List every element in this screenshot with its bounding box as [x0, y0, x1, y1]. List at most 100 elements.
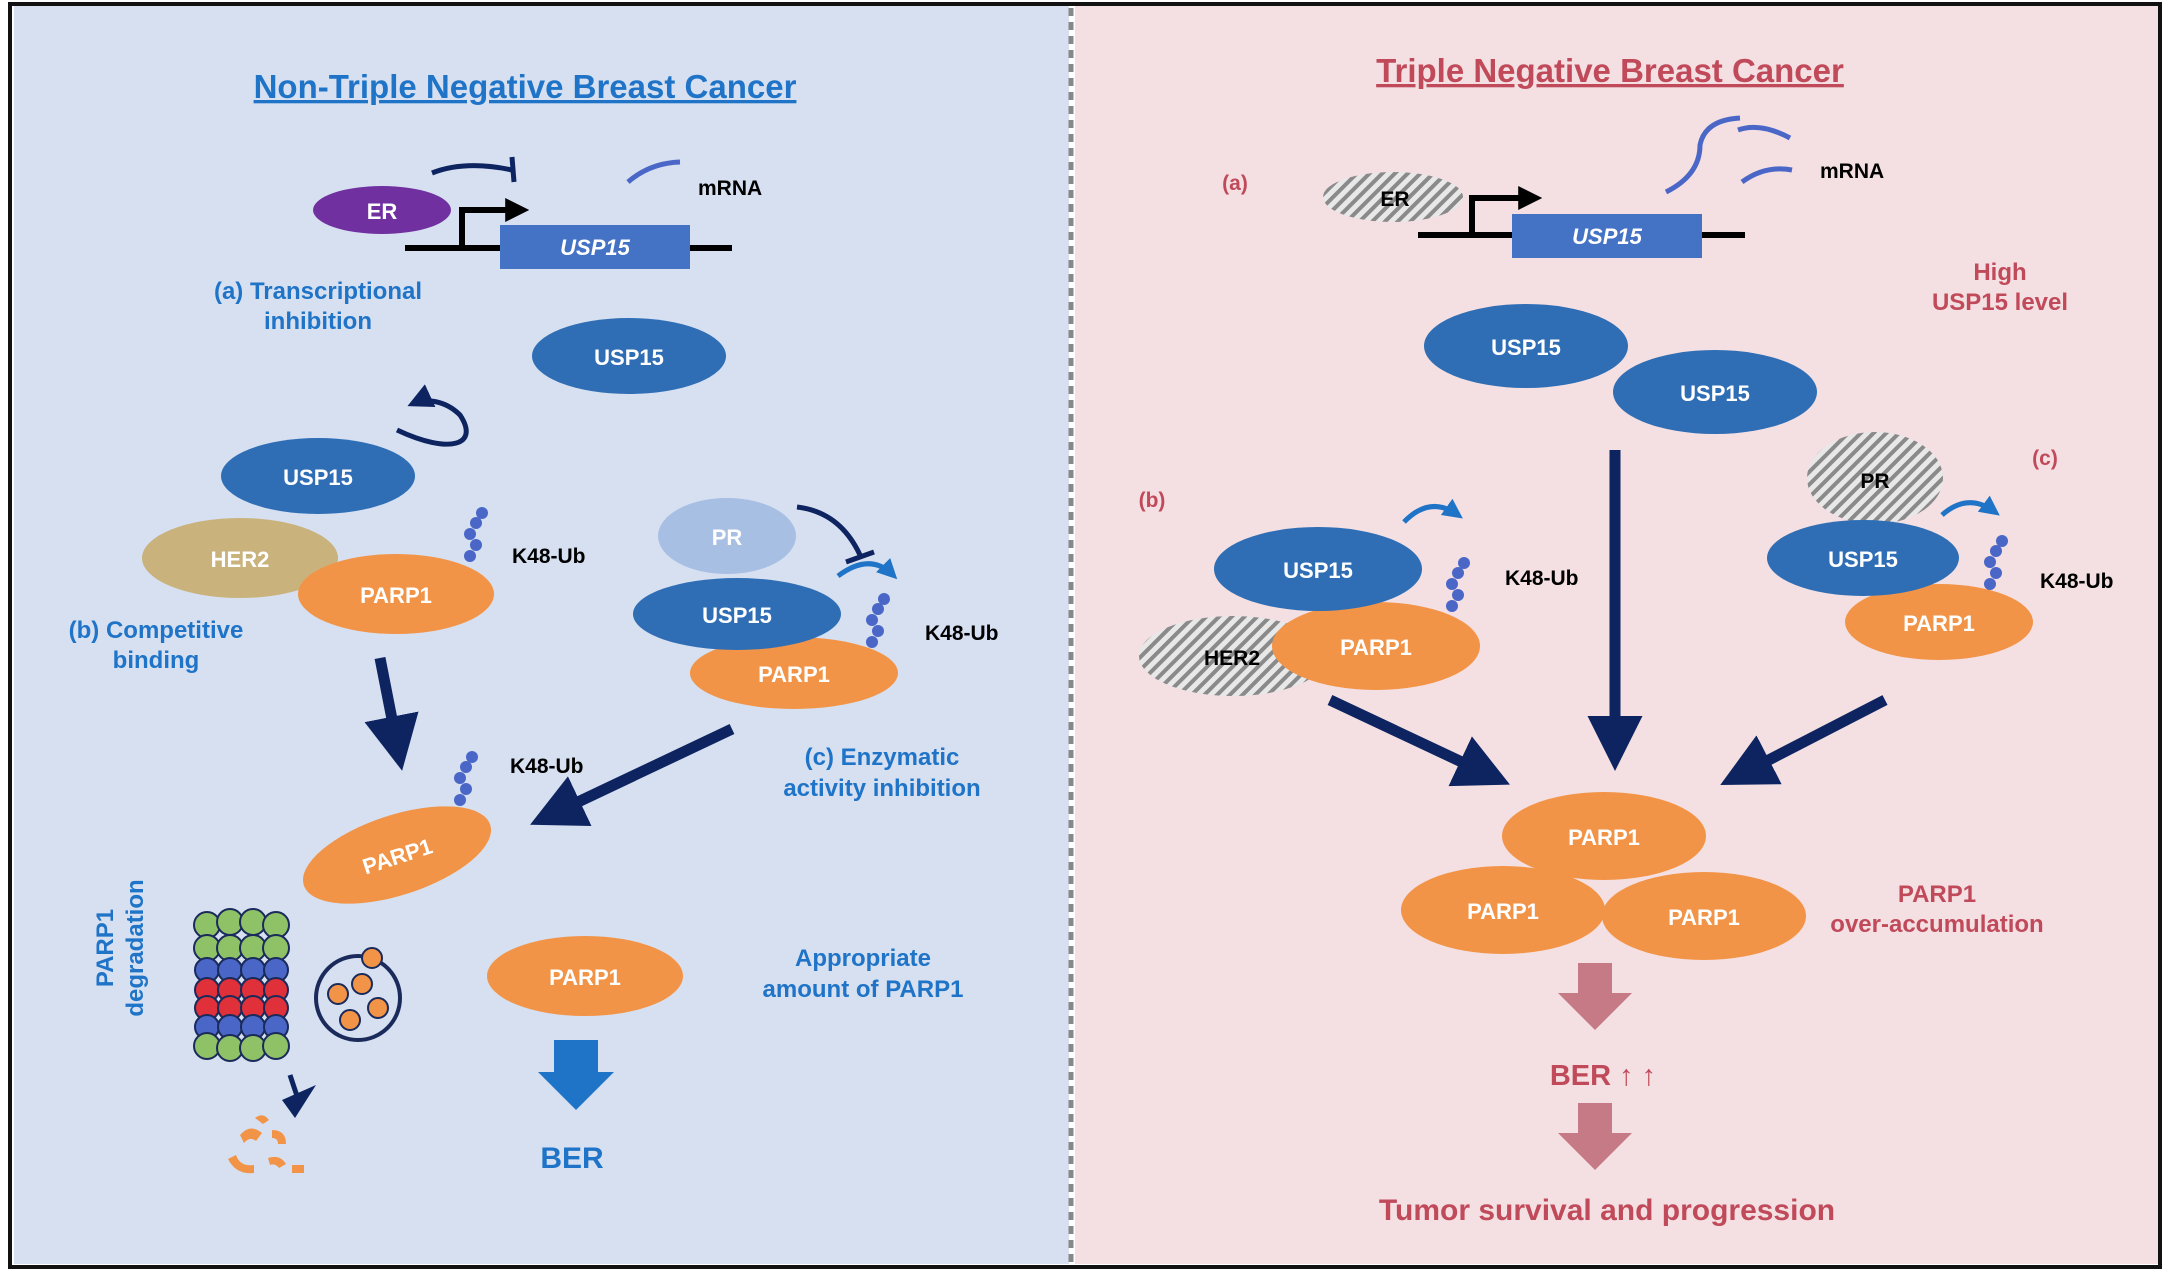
- er-absent-label: ER: [1380, 188, 1409, 211]
- accum-line1: PARP1: [1898, 881, 1976, 908]
- right-parp1-c: [1845, 584, 2033, 660]
- right-parp1-left-label: PARP1: [1467, 899, 1539, 924]
- appropriate-line2: amount of PARP1: [763, 976, 964, 1003]
- right-usp15-2-label: USP15: [1680, 381, 1750, 406]
- k48-b-label: K48-Ub: [512, 545, 586, 568]
- degradation-line2: degradation: [122, 879, 149, 1016]
- left-panel: [14, 6, 1069, 1264]
- usp15-b: [221, 438, 415, 514]
- right-usp15-2: [1613, 350, 1817, 434]
- label-c-line2: activity inhibition: [783, 775, 980, 802]
- right-usp15-b-label: USP15: [1283, 558, 1353, 583]
- right-usp15-c-label: USP15: [1828, 547, 1898, 572]
- k48-ub-label: K48-Ub: [510, 755, 584, 778]
- er-oval: [313, 186, 451, 234]
- right-ub-chain-c: [1984, 535, 2008, 590]
- pr-inhibition-bar: [845, 549, 875, 565]
- usp15-c-label: USP15: [702, 603, 772, 628]
- right-label-a: (a): [1222, 172, 1248, 195]
- right-deub-arrow-c: [1940, 495, 2000, 517]
- right-mrna-strands: [1664, 115, 1793, 195]
- degradation-line1: PARP1: [92, 909, 119, 987]
- her2-oval: [142, 518, 338, 598]
- right-parp1-b-label: PARP1: [1340, 635, 1412, 660]
- label-b-line1: (b) Competitive: [69, 617, 244, 644]
- right-parp1-top-label: PARP1: [1568, 825, 1640, 850]
- parp1-b: [298, 554, 494, 634]
- right-usp15-b: [1214, 527, 1422, 611]
- arrow-c-to-ub: [530, 724, 735, 827]
- right-her2-label: HER2: [1204, 647, 1260, 670]
- parp1-b-label: PARP1: [360, 583, 432, 608]
- dissociation-arrow: [395, 384, 469, 447]
- mrna-label: mRNA: [698, 177, 762, 200]
- right-label-c: (c): [2032, 447, 2058, 470]
- promoter-arrow: [459, 198, 530, 248]
- usp15-free-label: USP15: [594, 345, 664, 370]
- er-inhibition-arc: [431, 163, 513, 176]
- appropriate-line1: Appropriate: [795, 945, 931, 972]
- right-label-b: (b): [1139, 489, 1166, 512]
- usp15-b-label: USP15: [283, 465, 353, 490]
- right-block-arrow-2: [1558, 1103, 1632, 1170]
- deub-arrow-c: [836, 558, 898, 580]
- right-pr-label: PR: [1860, 470, 1889, 493]
- right-k48-b-label: K48-Ub: [1505, 567, 1579, 590]
- k48-c-label: K48-Ub: [925, 622, 999, 645]
- ub-chain-b: [464, 507, 488, 562]
- right-deub-arrow-b: [1402, 498, 1463, 524]
- right-parp1-right-label: PARP1: [1668, 905, 1740, 930]
- right-parp1-top: [1502, 792, 1706, 880]
- right-k48-c-label: K48-Ub: [2040, 570, 2114, 593]
- label-a-line2: inhibition: [264, 308, 372, 335]
- usp15-c: [633, 578, 841, 650]
- er-label: ER: [367, 199, 398, 224]
- ub-chain-main: [454, 751, 478, 806]
- usp15-gene-label: USP15: [560, 235, 630, 260]
- right-pr-absent: [1807, 432, 1943, 524]
- arrow-b-to-ub: [364, 656, 419, 771]
- pr-label: PR: [712, 525, 743, 550]
- ub-chain-c: [866, 593, 890, 648]
- right-parp1-right: [1602, 872, 1806, 960]
- right-block-arrow-1: [1558, 963, 1632, 1030]
- high-line1: High: [1973, 259, 2026, 286]
- inhibition-bar: [509, 156, 517, 183]
- usp15-free: [532, 318, 726, 394]
- right-usp15-c: [1767, 520, 1959, 596]
- mrna-strand: [626, 159, 681, 184]
- ber-block-arrow: [538, 1040, 614, 1110]
- pr-oval: [658, 498, 796, 574]
- right-usp15-1: [1424, 304, 1628, 388]
- right-parp1-b: [1272, 602, 1480, 690]
- pr-inhibition-arc: [796, 504, 863, 557]
- accum-line2: over-accumulation: [1830, 911, 2043, 938]
- right-parp1-c-label: PARP1: [1903, 611, 1975, 636]
- ber-label-left: BER: [540, 1142, 604, 1175]
- right-ub-chain-b: [1446, 557, 1470, 612]
- proteasome-icon: [193, 908, 290, 1062]
- parp1-c-label: PARP1: [758, 662, 830, 687]
- parp1-c: [690, 637, 898, 709]
- outer-border: [8, 2, 2162, 1269]
- parp1-ubiquitinated: [302, 806, 492, 904]
- usp15-gene-box: [500, 225, 690, 269]
- label-a-line1: (a) Transcriptional: [214, 278, 422, 305]
- right-arrow-left: [1327, 695, 1510, 787]
- right-mrna-label: mRNA: [1820, 160, 1884, 183]
- high-line2: USP15 level: [1932, 289, 2068, 316]
- outcome-label: Tumor survival and progression: [1379, 1194, 1835, 1227]
- left-title: Non-Triple Negative Breast Cancer: [254, 68, 797, 105]
- right-ber-label: BER ↑ ↑: [1550, 1060, 1656, 1092]
- right-title: Triple Negative Breast Cancer: [1376, 52, 1844, 89]
- label-b-line2: binding: [113, 647, 200, 674]
- label-c-line1: (c) Enzymatic: [805, 744, 960, 771]
- her2-label: HER2: [211, 547, 270, 572]
- right-usp15-gene-box: [1512, 214, 1702, 258]
- parp1-appropriate: [487, 936, 683, 1016]
- degradation-arrowhead: [282, 1085, 316, 1118]
- right-arrow-right: [1720, 695, 1888, 786]
- right-usp15-1-label: USP15: [1491, 335, 1561, 360]
- right-parp1-left: [1401, 866, 1605, 954]
